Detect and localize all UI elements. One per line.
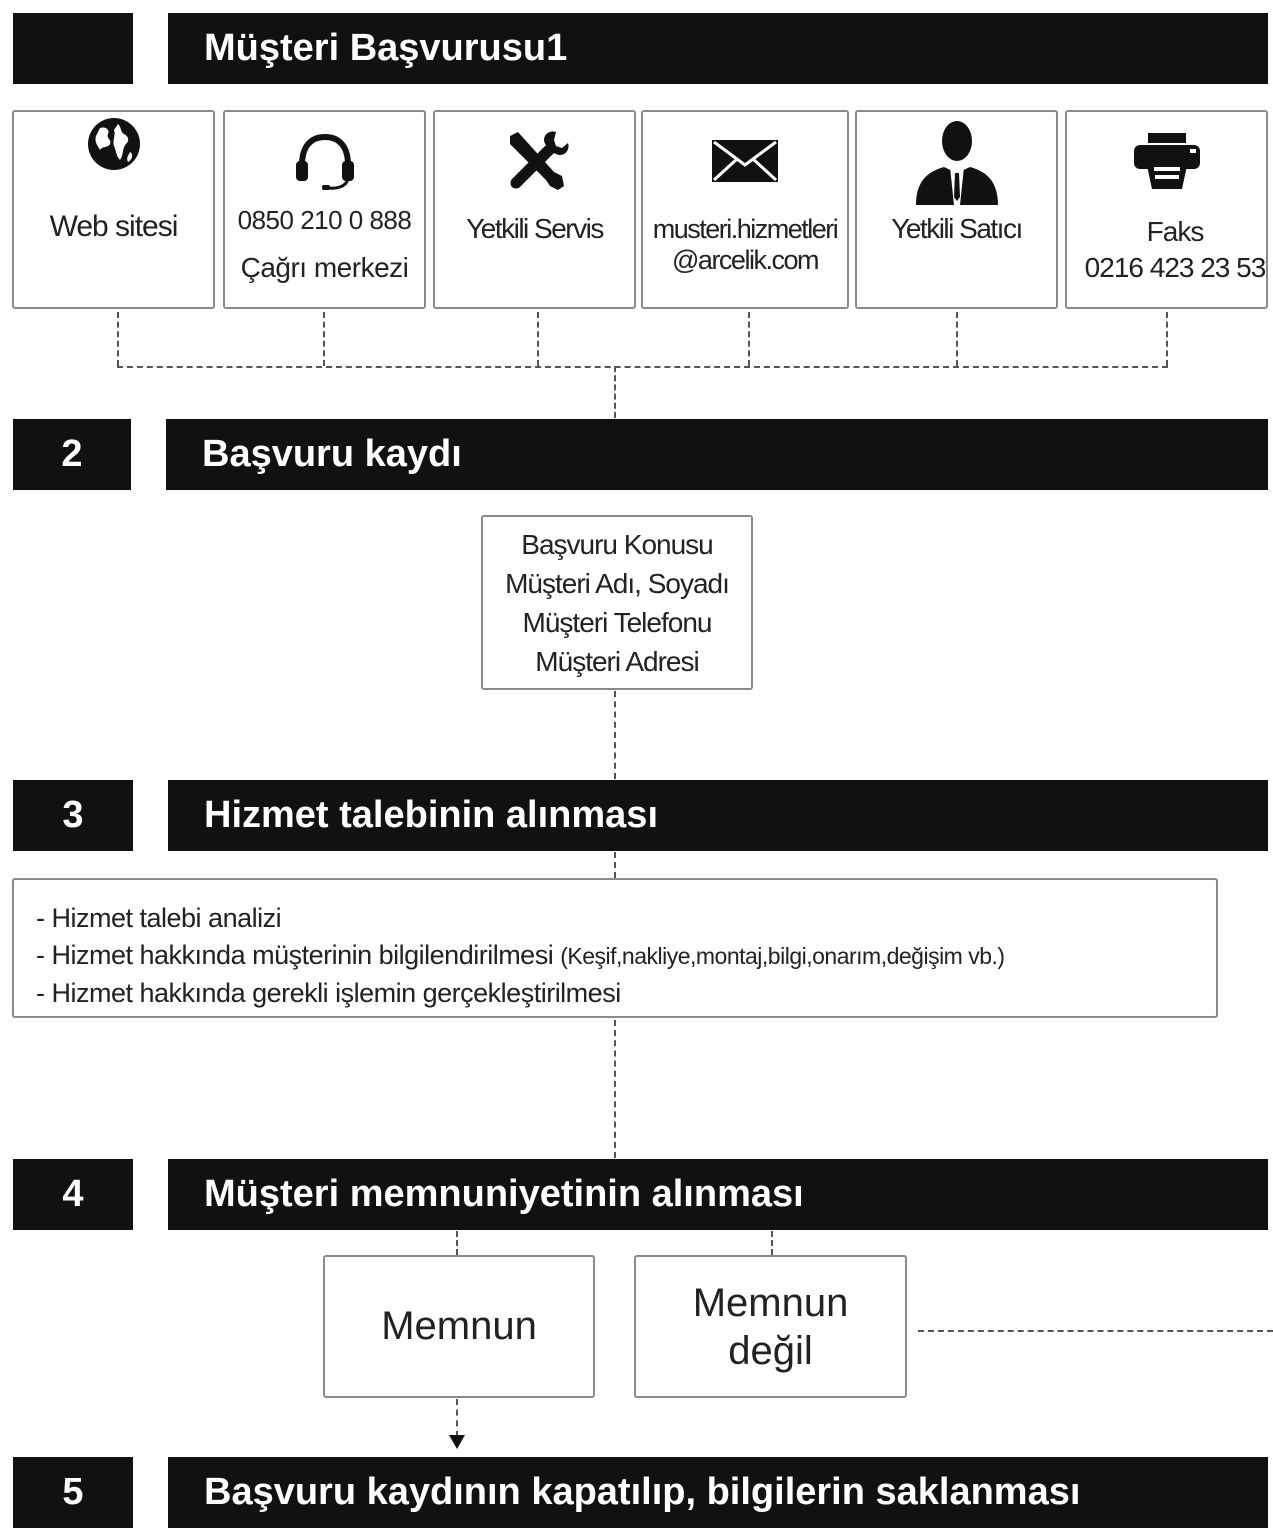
channel-authorized-dealer-label: Yetkili Satıcı [891,213,1023,244]
channel-email [641,110,849,309]
step-4-title: Müşteri memnuniyetinin alınması [168,1159,1268,1230]
channel-email-line-2: @arcelik.com [672,245,819,275]
not-satisfied-line-2: değil [728,1328,813,1373]
globe-icon [86,112,142,172]
fax-icon [1132,112,1202,206]
step-4-number: 4 [13,1159,133,1230]
connector-line [614,366,616,418]
arrow-down-icon [449,1435,465,1449]
connector-line [771,1231,773,1255]
service-item: - Hizmet hakkında müşterinin bilgilendir… [36,937,1216,975]
channel-fax-line-1: Faks [1146,216,1205,247]
connector-line [956,312,958,366]
not-satisfied-line-1: Memnun [692,1280,849,1325]
connector-line [614,852,616,878]
connector-line [614,691,616,779]
channel-authorized-service-label: Yetkili Servis [466,213,604,244]
step-2-number: 2 [13,419,131,490]
service-item-text: - Hizmet talebi analizi [36,903,282,933]
connector-line [323,312,325,366]
envelope-icon [711,112,779,206]
channel-fax-line-2: 0216 423 23 53 [1084,252,1267,283]
service-item: - Hizmet talebi analizi [36,900,1216,937]
step-5-title: Başvuru kaydının kapatılıp, bilgilerin s… [168,1457,1268,1528]
record-field: Müşteri Adresi [535,645,699,677]
service-item-text: - Hizmet hakkında müşterinin bilgilendir… [36,940,554,970]
connector-line [456,1399,458,1437]
step-3-number: 3 [13,780,133,851]
channel-web-label: Web sitesi [49,210,179,243]
connector-line [918,1330,1273,1332]
channel-call-center-label: Çağrı merkezi [240,252,409,283]
connector-line [117,366,1168,368]
step-2-title: Başvuru kaydı [166,419,1268,490]
record-field: Müşteri Telefonu [522,606,713,638]
channel-email-line-1: musteri.hizmetleri [652,214,839,244]
channel-authorized-dealer [855,110,1058,309]
connector-line [614,1020,616,1158]
channel-email-label: musteri.hizmetleri @arcelik.com [641,214,849,276]
connector-line [117,312,119,366]
service-item: - Hizmet hakkında gerekli işlemin gerçek… [36,975,1216,1012]
channel-call-center [223,110,426,309]
service-item-note: (Keşif,nakliye,montaj,bilgi,onarım,değiş… [560,943,1005,969]
channel-web [12,110,215,309]
connector-line [748,312,750,366]
record-fields-box: Başvuru Konusu Müşteri Adı, Soyadı Müşte… [481,515,753,690]
step-3-title: Hizmet talebinin alınması [168,780,1268,851]
step-1-number [13,13,133,84]
step-5-number: 5 [13,1457,133,1528]
satisfied-label: Memnun [381,1304,537,1348]
channel-fax-label: Faks 0216 423 23 53 [1065,214,1273,286]
satisfied-box: Memnun [323,1255,595,1398]
step-1-title: Müşteri Başvurusu1 [168,13,1268,84]
connector-line [456,1231,458,1255]
channel-authorized-service [433,110,636,309]
connector-line [1166,312,1168,366]
record-field: Müşteri Adı, Soyadı [505,567,730,599]
connector-line [537,312,539,366]
service-item-text: - Hizmet hakkında gerekli işlemin gerçek… [36,978,621,1008]
channel-fax [1065,110,1268,309]
headset-icon [290,112,360,206]
service-items-box: - Hizmet talebi analizi - Hizmet hakkınd… [12,878,1218,1018]
tools-icon [500,112,570,206]
record-field: Başvuru Konusu [521,528,713,560]
channel-call-center-phone: 0850 210 0 888 [237,205,412,235]
person-icon [914,112,1000,206]
not-satisfied-box: Memnun değil [634,1255,907,1398]
